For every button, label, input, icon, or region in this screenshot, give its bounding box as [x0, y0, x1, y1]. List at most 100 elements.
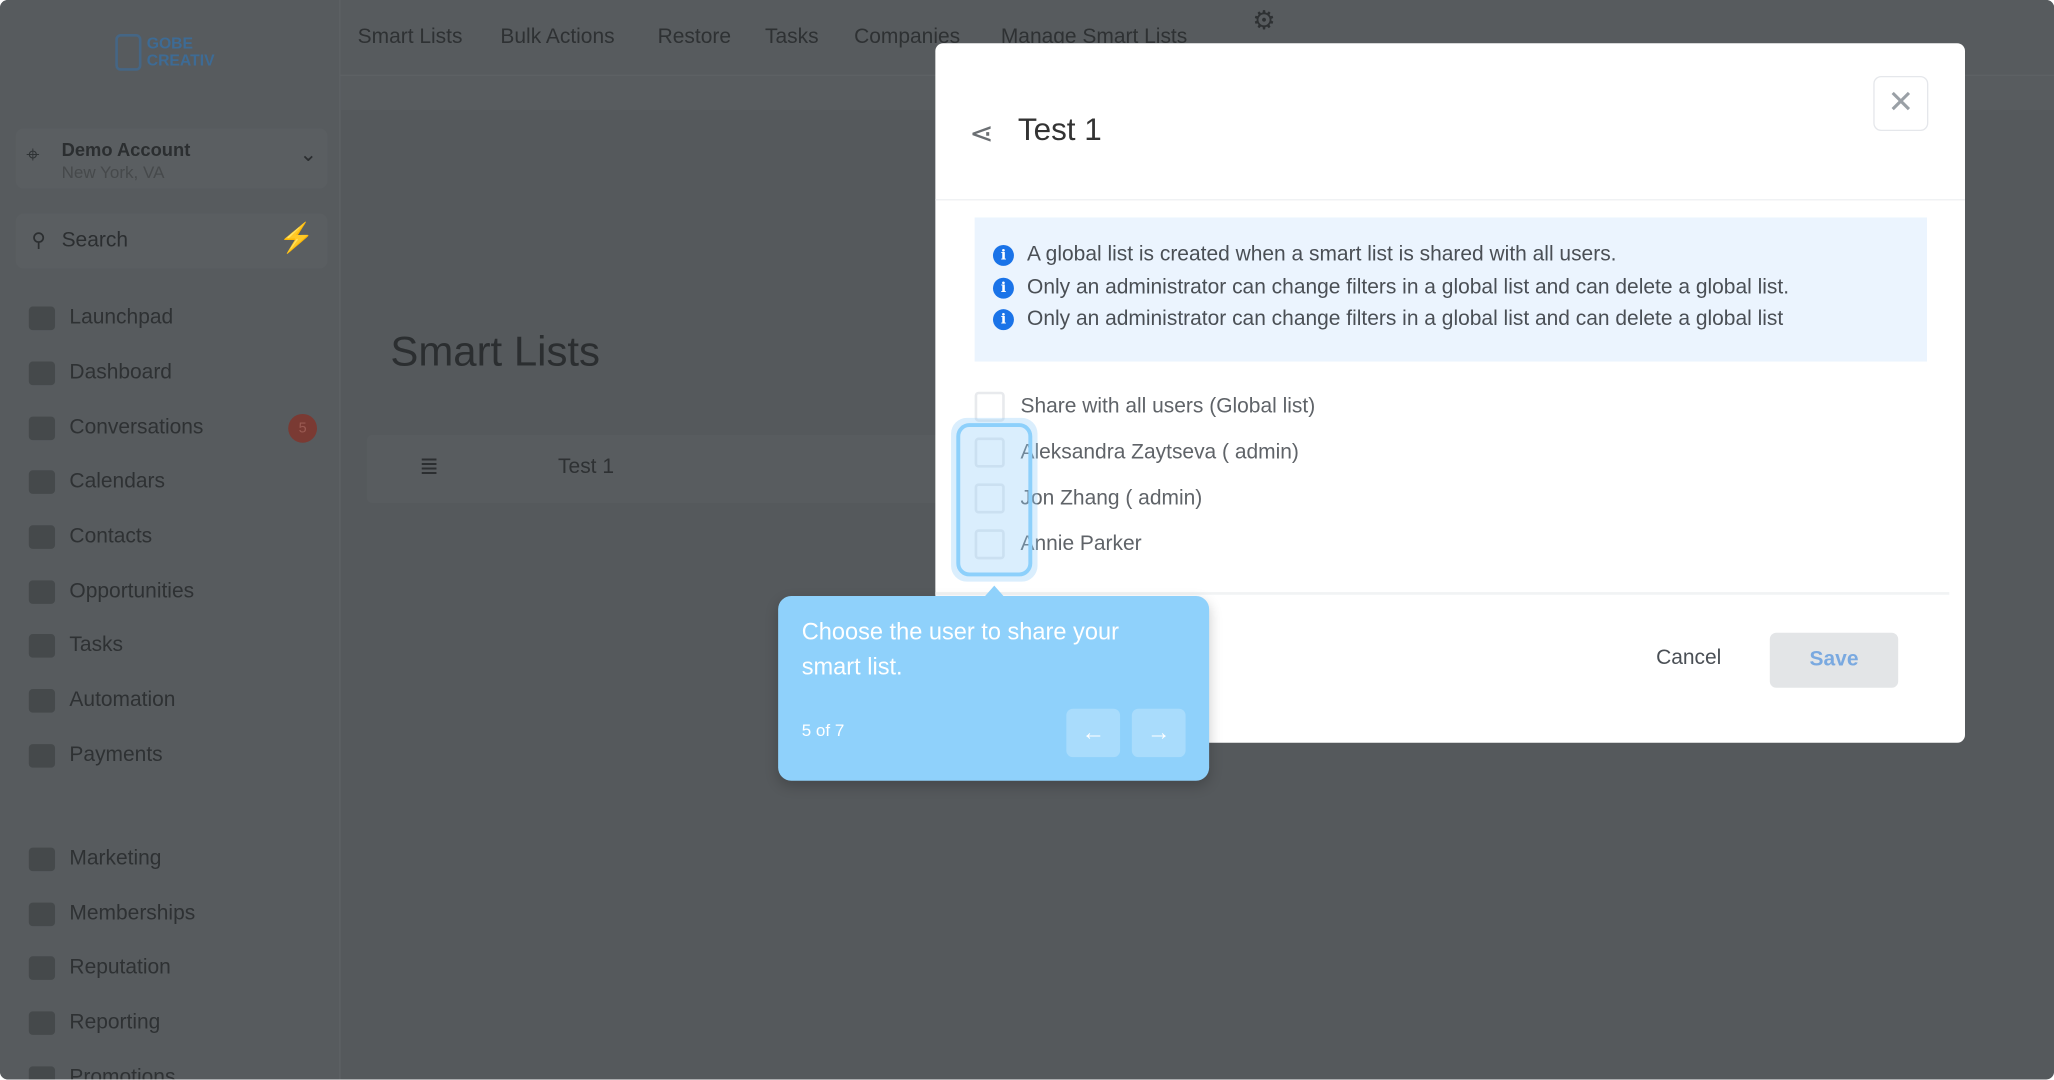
option-label: Annie Parker: [1020, 532, 1142, 555]
dashboard-icon: [28, 361, 56, 386]
info-text: A global list is created when a smart li…: [1027, 243, 1617, 266]
tab-bulk-actions[interactable]: Bulk Actions: [500, 26, 615, 49]
search-placeholder: Search: [61, 229, 128, 252]
share-icon: ⋖: [969, 116, 994, 150]
tour-next-button[interactable]: →: [1131, 708, 1186, 758]
account-switcher[interactable]: ⌖ Demo Account New York, VA ⌄: [15, 128, 328, 189]
option-label: Share with all users (Global list): [1020, 394, 1316, 418]
sidebar-item-label: Calendars: [69, 470, 165, 493]
tab-restore[interactable]: Restore: [657, 26, 732, 49]
opportunities-icon: [28, 580, 56, 604]
tour-tooltip: Choose the user to share your smart list…: [778, 585, 1210, 781]
sidebar-item-payments[interactable]: Payments: [0, 730, 341, 782]
modal-title: Test 1: [1017, 112, 1102, 149]
tab-tasks[interactable]: Tasks: [765, 26, 819, 49]
sidebar-item-label: Marketing: [69, 847, 162, 870]
sidebar-item-label: Tasks: [69, 634, 124, 657]
sidebar-item-reputation[interactable]: Reputation: [0, 942, 341, 994]
sidebar-item-label: Launchpad: [69, 306, 174, 329]
info-box: i A global list is created when a smart l…: [974, 217, 1928, 362]
sidebar-item-launchpad[interactable]: Launchpad: [0, 292, 341, 344]
list-name: Test 1: [558, 455, 614, 479]
sidebar-item-label: Opportunities: [69, 580, 195, 603]
sidebar-item-label: Dashboard: [69, 361, 172, 384]
contacts-icon: [28, 525, 56, 549]
info-icon: i: [992, 277, 1014, 299]
sidebar-item-calendars[interactable]: Calendars: [0, 456, 341, 508]
calendars-icon: [28, 470, 56, 494]
sidebar-item-label: Memberships: [69, 902, 196, 925]
tour-message: Choose the user to share your smart list…: [801, 618, 1119, 680]
info-text: Only an administrator can change filters…: [1027, 276, 1790, 299]
location-pin-icon: ⌖: [26, 141, 40, 168]
sidebar-item-label: Payments: [69, 744, 163, 767]
info-icon: i: [992, 244, 1014, 266]
arrow-left-icon: ←: [1081, 719, 1105, 746]
sidebar-item-opportunities[interactable]: Opportunities: [0, 566, 341, 618]
checkbox[interactable]: [974, 529, 1005, 560]
page-title: Smart Lists: [390, 327, 601, 375]
sidebar-item-reporting[interactable]: Reporting: [0, 997, 341, 1049]
tour-highlight: [951, 417, 1038, 582]
payments-icon: [28, 744, 56, 768]
marketing-icon: [28, 847, 56, 872]
sidebar-item-contacts[interactable]: Contacts: [0, 511, 341, 563]
sidebar-item-dashboard[interactable]: Dashboard: [0, 347, 341, 399]
sidebar-item-label: Promotions: [69, 1066, 176, 1080]
sidebar-item-label: Contacts: [69, 525, 153, 548]
search-input[interactable]: ⚲ Search ⚡: [15, 213, 328, 269]
sidebar-item-automation[interactable]: Automation: [0, 675, 341, 727]
sidebar-item-label: Automation: [69, 689, 176, 712]
checkbox[interactable]: [974, 391, 1005, 422]
tour-step-counter: 5 of 7: [801, 720, 845, 741]
sidebar-item-memberships[interactable]: Memberships: [0, 888, 341, 940]
robot-icon: [115, 34, 142, 71]
save-button[interactable]: Save: [1769, 632, 1899, 688]
automation-icon: [28, 689, 56, 713]
info-line: i Only an administrator can change filter…: [992, 276, 1790, 300]
close-button[interactable]: ✕: [1873, 75, 1929, 131]
info-line: i Only an administrator can change filter…: [992, 307, 1784, 332]
tour-prev-button[interactable]: ←: [1066, 708, 1121, 758]
info-text: Only an administrator can change filters…: [1027, 307, 1784, 331]
chevron-down-icon: ⌄: [299, 144, 318, 167]
sidebar-item-label: Conversations: [69, 416, 204, 439]
option-label: Aleksandra Zaytseva ( admin): [1020, 440, 1299, 464]
modal-header: ⋖ Test 1 ✕: [935, 43, 1965, 201]
user-checkbox[interactable]: Annie Parker: [974, 529, 1142, 560]
divider: [935, 592, 1950, 595]
menu-icon[interactable]: ≣: [419, 453, 439, 480]
promotions-icon: [28, 1066, 56, 1080]
sidebar-item-promotions[interactable]: Promotions: [0, 1052, 341, 1080]
share-all-checkbox[interactable]: Share with all users (Global list): [974, 391, 1316, 422]
lightning-icon[interactable]: ⚡: [278, 221, 315, 255]
sidebar-item-tasks[interactable]: Tasks: [0, 620, 341, 672]
checkbox[interactable]: [974, 437, 1005, 468]
reporting-icon: [28, 1011, 56, 1035]
memberships-icon: [28, 902, 56, 927]
table-row[interactable]: ≣ Test 1: [366, 434, 970, 504]
sidebar-item-label: Reporting: [69, 1011, 161, 1034]
info-line: i A global list is created when a smart l…: [992, 243, 1617, 268]
user-checkbox[interactable]: Aleksandra Zaytseva ( admin): [974, 437, 1299, 468]
info-icon: i: [992, 309, 1014, 331]
user-checkbox[interactable]: Jon Zhang ( admin): [974, 483, 1202, 514]
reputation-icon: [28, 956, 56, 980]
logo-text: CREATIV: [146, 51, 215, 70]
launchpad-icon: [28, 306, 56, 331]
sidebar-item-label: Reputation: [69, 956, 171, 979]
tab-companies[interactable]: Companies: [854, 26, 961, 49]
conversations-icon: [28, 416, 56, 441]
account-location: New York, VA: [61, 162, 165, 183]
cancel-button[interactable]: Cancel: [1656, 647, 1722, 670]
logo-text: GOBE: [146, 34, 194, 53]
sidebar-item-marketing[interactable]: Marketing: [0, 833, 341, 885]
gear-icon[interactable]: ⚙: [1252, 6, 1276, 36]
tab-smart-lists[interactable]: Smart Lists: [357, 26, 463, 49]
search-icon: ⚲: [31, 229, 46, 252]
tab-manage-smart-lists[interactable]: Manage Smart Lists: [1000, 26, 1188, 49]
checkbox[interactable]: [974, 483, 1005, 514]
